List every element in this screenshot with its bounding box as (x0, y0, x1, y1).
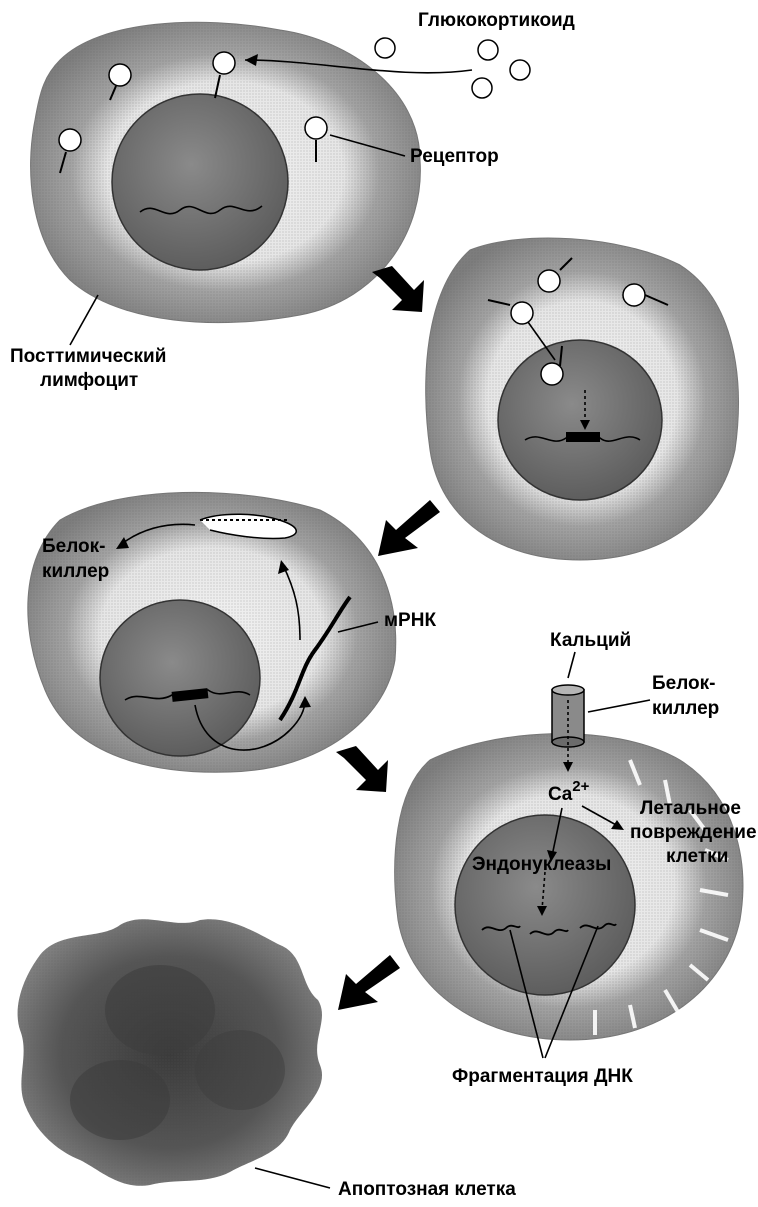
step-arrow-4 (338, 955, 400, 1010)
label-posttimic-2: лимфоцит (40, 370, 138, 391)
label-ca-superscript: 2+ (572, 778, 589, 795)
apoptotic-cell (18, 919, 322, 1186)
cell-1-nucleus (112, 94, 288, 270)
step-arrow-2 (378, 500, 440, 556)
glucocorticoid-molecules (375, 38, 530, 98)
label-killer-2-line1: Белок- (652, 673, 716, 694)
label-killer-1-line1: Белок- (42, 536, 106, 557)
label-posttimic-1: Посттимический (10, 346, 166, 367)
label-endonucleases: Эндонуклеазы (472, 854, 611, 875)
label-lethal-1: Летальное (640, 798, 741, 819)
label-calcium: Кальций (550, 630, 631, 651)
label-mrna: мРНК (384, 610, 436, 631)
label-lethal-2: повреждение (630, 822, 757, 843)
step-arrow-3 (336, 746, 388, 792)
label-glucocorticoid: Глюкокортикоид (418, 10, 575, 31)
label-killer-2-line2: киллер (652, 698, 719, 719)
label-killer-1-line2: киллер (42, 561, 109, 582)
label-dna-fragmentation: Фрагментация ДНК (452, 1066, 633, 1087)
label-lethal-3: клетки (666, 846, 728, 867)
cell-3 (28, 492, 396, 772)
label-apoptotic-cell: Апоптозная клетка (338, 1179, 516, 1200)
cell-2 (426, 238, 739, 560)
step-arrow-1 (372, 266, 424, 312)
label-receptor: Рецептор (410, 146, 499, 167)
cell-3-nucleus (100, 600, 260, 756)
cell-4-nucleus (455, 815, 635, 995)
cell-1 (31, 22, 421, 322)
